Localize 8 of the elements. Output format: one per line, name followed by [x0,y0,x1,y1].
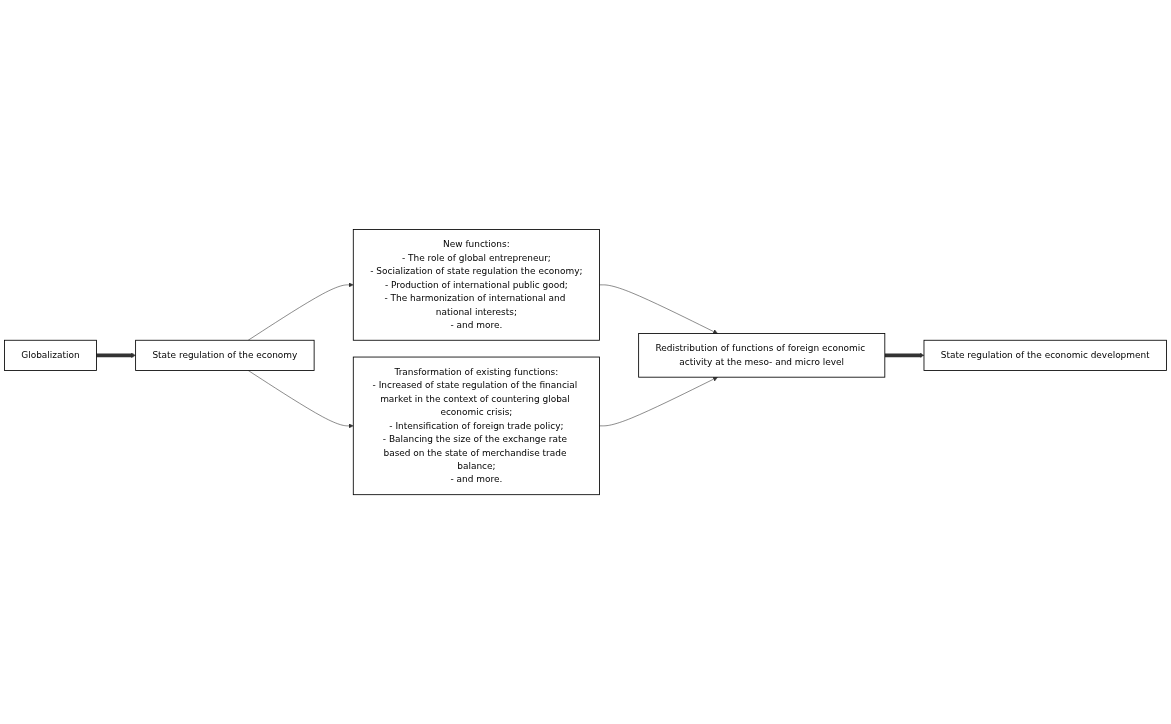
arrow [96,352,136,358]
node-box: Transformation of existing functions: - Increased of state regulation of the financial market in the context of countering global economic crisis; - Intensification of foreign trade policy; - Balancing the size of the exchange rate based on the state of merchandise trade balance; - and more. [352,356,600,496]
node-box: State regulation of the economic development [923,339,1167,371]
node-box: Globalization [4,339,97,371]
node-box: New functions: - The role of global entrepreneur; - Socialization of state regulation the economy; - Production of international public good; - The harmonization of international and national interests; - and more. [352,229,600,341]
arrow [884,352,925,358]
node-box: State regulation of the economy [135,339,315,371]
node-box: Redistribution of functions of foreign economic activity at the meso- and micro level [638,333,886,378]
